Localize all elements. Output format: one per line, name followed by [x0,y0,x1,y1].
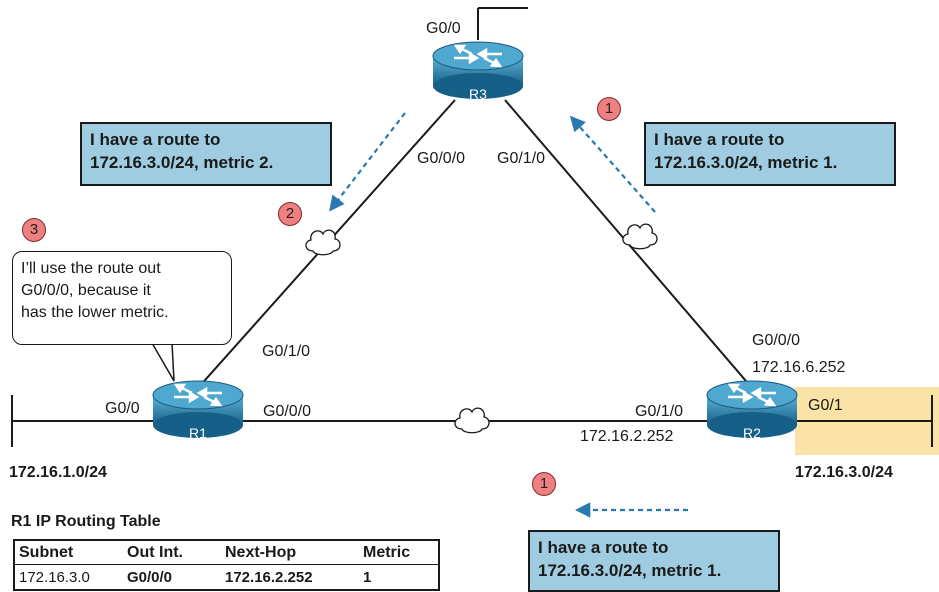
r2-g01-label: G0/1 [808,397,843,414]
cloud-icon [454,407,490,434]
router-r1-icon [152,380,244,438]
advert-line: I have a route to [90,130,221,149]
cell-subnet: 172.16.3.0 [19,568,90,586]
routing-table-title: R1 IP Routing Table [11,513,161,530]
r1-g010-label: G0/1/0 [262,343,311,360]
speech-line: has the lower metric. [21,304,169,321]
step-badge-2: 2 [278,202,302,226]
cloud-icon [622,223,658,250]
router-r3-icon [432,41,524,99]
r3-g00-label: G0/0 [426,20,461,37]
router-r1-name: R1 [189,425,207,441]
table-row: 172.16.3.0 G0/0/0 172.16.2.252 1 [15,565,438,589]
routing-table: Subnet Out Int. Next-Hop Metric 172.16.3… [13,539,440,591]
cloud-icon [305,229,341,256]
advert-line: 172.16.3.0/24, metric 2. [90,153,274,172]
step-badge-1: 1 [597,97,621,121]
advert-box-right: I have a route to 172.16.3.0/24, metric … [644,122,896,186]
r2-g010-ip: 172.16.2.252 [580,428,674,445]
cell-out-int: G0/0/0 [127,568,173,586]
advert-box-bottom: I have a route to 172.16.3.0/24, metric … [528,530,780,592]
step-badge-3: 3 [22,218,46,242]
step-badge-1: 1 [532,472,556,496]
speech-line: I’ll use the route out [21,260,161,277]
subnet-right-label: 172.16.3.0/24 [795,464,893,481]
advert-line: 172.16.3.0/24, metric 1. [654,153,838,172]
router-r2-icon [706,380,798,438]
router-r2-name: R2 [743,425,761,441]
col-out-int: Out Int. [127,543,183,561]
col-metric: Metric [363,543,411,561]
advert-box-left: I have a route to 172.16.3.0/24, metric … [80,122,332,186]
speech-bubble-tail [151,342,175,382]
subnet-left-label: 172.16.1.0/24 [9,464,107,481]
col-next-hop: Next-Hop [225,543,297,561]
router-r3-name: R3 [469,86,487,102]
speech-bubble: I’ll use the route out G0/0/0, because i… [12,251,232,345]
advert-line: I have a route to [654,130,785,149]
r3-g010-label: G0/1/0 [497,150,546,167]
r2-g000-ip: 172.16.6.252 [752,359,846,376]
advert-line: 172.16.3.0/24, metric 1. [538,561,722,580]
advert-arrow [329,112,406,212]
r2-g000-label: G0/0/0 [752,332,801,349]
routing-table-header: Subnet Out Int. Next-Hop Metric [15,541,438,565]
col-subnet: Subnet [19,543,74,561]
r1-g00-label: G0/0 [105,400,140,417]
speech-line: G0/0/0, because it [21,282,151,299]
r1-g000-label: G0/0/0 [263,403,312,420]
cell-next-hop: 172.16.2.252 [225,568,313,586]
advert-line: I have a route to [538,538,669,557]
r2-g010-label: G0/1/0 [635,403,684,420]
r3-g000-label: G0/0/0 [417,150,466,167]
cell-metric: 1 [363,568,372,586]
advert-arrow [569,115,656,213]
